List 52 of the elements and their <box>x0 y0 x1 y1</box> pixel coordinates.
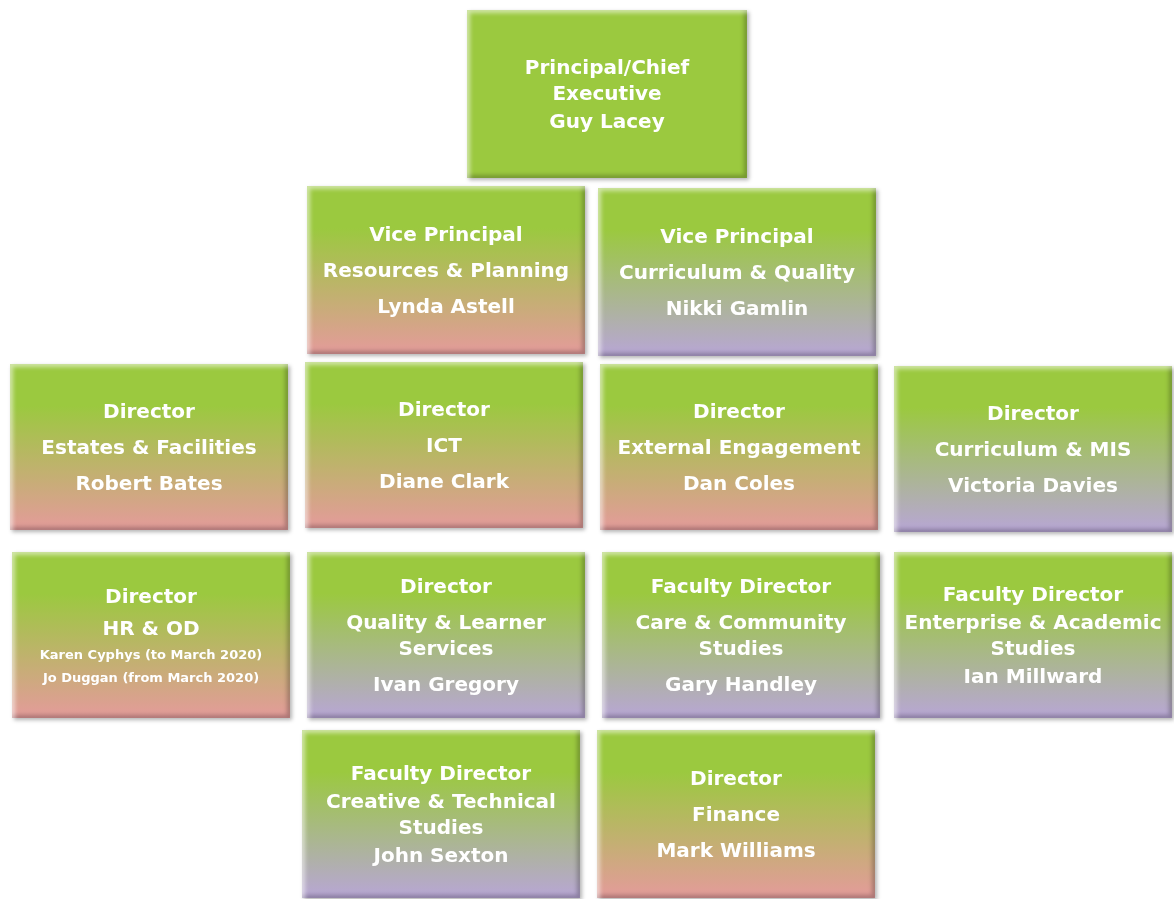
person-name: Robert Bates <box>75 470 223 496</box>
org-box <box>307 186 585 354</box>
role-title: Director <box>400 573 492 599</box>
person-name: Dan Coles <box>682 470 795 496</box>
org-box <box>305 362 583 528</box>
role-title: Director <box>105 583 197 610</box>
org-box <box>894 552 1172 718</box>
department-name: Estates & Facilities <box>41 434 257 460</box>
department-name: Creative & Technical Studies <box>325 788 557 840</box>
role-title: Director <box>398 396 490 422</box>
role-title: Faculty Director <box>350 760 532 786</box>
department-name: Enterprise & Academic Studies <box>903 609 1163 661</box>
org-box <box>602 552 880 718</box>
role-title: Director <box>987 400 1079 426</box>
person-name: Lynda Astell <box>377 293 515 319</box>
org-box <box>598 188 876 356</box>
person-name: Jo Duggan (from March 2020) <box>42 670 260 687</box>
org-box <box>894 366 1172 532</box>
department-name: HR & OD <box>102 615 200 642</box>
person-name: Gary Handley <box>665 671 817 697</box>
department-name: Curriculum & Quality <box>619 259 855 285</box>
department-name: Quality & Learner Services <box>345 609 547 661</box>
org-box <box>12 552 290 718</box>
role-title: Faculty Director <box>650 573 832 599</box>
org-box <box>10 364 288 530</box>
org-box <box>600 364 878 530</box>
department-name: ICT <box>426 432 462 458</box>
department-name: External Engagement <box>617 434 861 460</box>
org-box <box>597 730 875 898</box>
role-title: Vice Principal <box>660 223 814 249</box>
role-title: Faculty Director <box>942 581 1124 607</box>
role-title: Director <box>693 398 785 424</box>
role-title: Principal/Chief Executive <box>523 54 691 106</box>
person-name: Victoria Davies <box>948 472 1118 498</box>
org-box <box>307 552 585 718</box>
person-name: Nikki Gamlin <box>665 295 809 321</box>
role-title: Director <box>103 398 195 424</box>
department-name: Resources & Planning <box>322 257 570 283</box>
department-name: Care & Community Studies <box>634 609 848 661</box>
person-name: Diane Clark <box>379 468 509 494</box>
department-name: Finance <box>692 801 780 827</box>
person-name: Ivan Gregory <box>373 671 519 697</box>
role-title: Director <box>690 765 782 791</box>
org-box <box>467 10 747 178</box>
role-title: Vice Principal <box>369 221 523 247</box>
person-name: Karen Cyphys (to March 2020) <box>39 647 263 664</box>
person-name: Mark Williams <box>656 837 816 863</box>
person-name: Ian Millward <box>963 663 1103 689</box>
person-name: John Sexton <box>373 842 509 868</box>
org-box <box>302 730 580 898</box>
department-name: Curriculum & MIS <box>934 436 1132 462</box>
person-name: Guy Lacey <box>549 108 665 134</box>
